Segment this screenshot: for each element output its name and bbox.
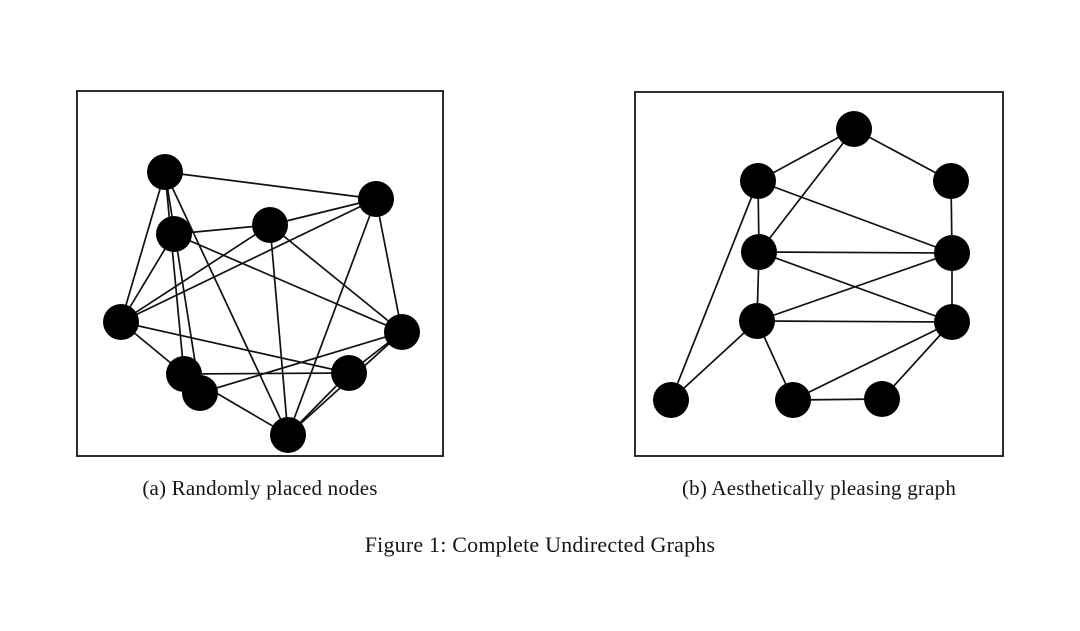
graph-edge — [164, 171, 185, 375]
graph-edge — [164, 171, 377, 200]
graph-node — [156, 216, 192, 252]
graph-edge — [269, 198, 377, 226]
graph-node — [147, 154, 183, 190]
graph-node — [103, 304, 139, 340]
graph-edge — [853, 128, 952, 182]
graph-edge — [164, 171, 289, 436]
graph-node — [775, 382, 811, 418]
graph-edge — [757, 180, 953, 254]
graph-node — [384, 314, 420, 350]
graph-node — [331, 355, 367, 391]
graph-edge — [670, 320, 758, 401]
graph-node — [934, 235, 970, 271]
subcaption-a: (a) Randomly placed nodes — [142, 476, 378, 500]
graph-node — [739, 303, 775, 339]
graph-edge — [756, 320, 953, 323]
graph-node — [270, 417, 306, 453]
graph-node — [740, 163, 776, 199]
graph-node — [182, 375, 218, 411]
graph-edge — [269, 224, 403, 333]
graph-node — [252, 207, 288, 243]
subcaption-b: (b) Aesthetically pleasing graph — [681, 476, 957, 500]
graph-node — [933, 163, 969, 199]
graph-edge — [120, 198, 377, 323]
graph-edge — [269, 224, 289, 436]
graph-edge — [792, 321, 953, 401]
graph-edge — [120, 224, 271, 323]
graph-edge — [173, 233, 403, 333]
graph-node — [653, 382, 689, 418]
graph-node — [934, 304, 970, 340]
graph-edge — [120, 171, 166, 323]
graph-panel-random — [76, 90, 444, 457]
graph-node — [741, 234, 777, 270]
graph-edge — [758, 128, 855, 253]
graph-node — [836, 111, 872, 147]
graph-edge — [757, 128, 855, 182]
graph-edge — [120, 321, 350, 374]
aesthetic-graph-drawing — [653, 111, 970, 418]
graph-edge — [670, 180, 759, 401]
graph-panel-aesthetic — [634, 91, 1004, 457]
graph-edge — [756, 252, 953, 322]
graph-edge — [199, 331, 403, 394]
figure-caption: Figure 1: Complete Undirected Graphs — [364, 532, 716, 557]
graph-edge — [375, 198, 403, 333]
graph-node — [864, 381, 900, 417]
random-graph-drawing — [103, 154, 420, 453]
graph-node — [358, 181, 394, 217]
graph-edge — [287, 198, 377, 436]
graph-edge — [758, 251, 953, 254]
